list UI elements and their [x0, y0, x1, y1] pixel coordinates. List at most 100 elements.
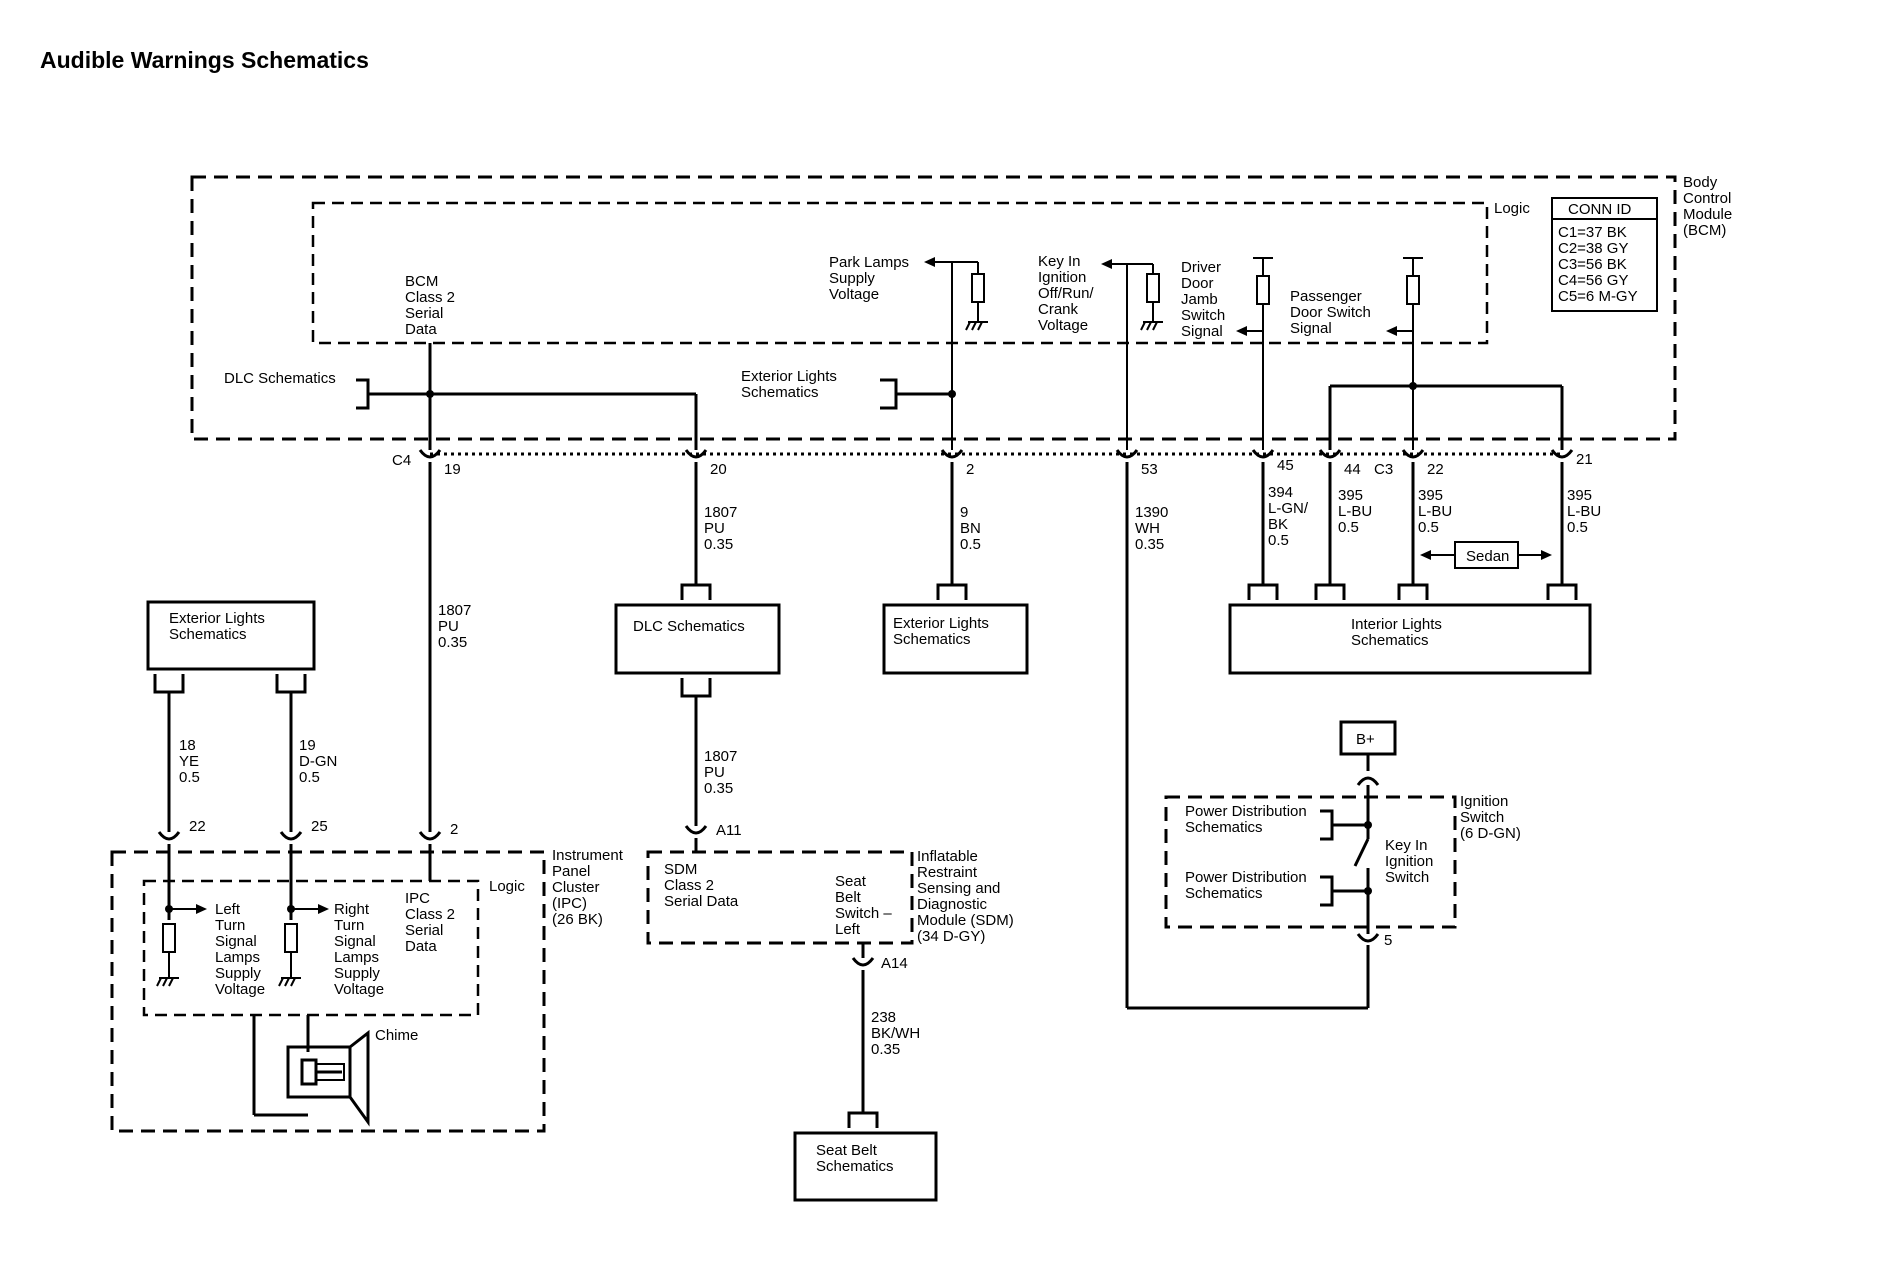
bcm-name: Body Control Module (BCM) — [1683, 174, 1736, 239]
park-lamps-resistor — [971, 273, 985, 303]
driver-door-label: Driver Door Jamb Switch Signal — [1181, 259, 1229, 340]
bcm-serial-data-label: BCM Class 2 Serial Data — [405, 273, 459, 338]
connector-c4-label: C4 — [392, 452, 411, 469]
connector-pin — [1318, 449, 1342, 459]
connector-pin — [1401, 449, 1425, 459]
ipc-logic-outline — [142, 879, 480, 1017]
sdm-pin-a11: A11 — [716, 822, 742, 839]
power-dist-2-label: Power Distribution Schematics — [1185, 869, 1311, 902]
conn-id-title: CONN ID — [1568, 201, 1632, 218]
wire-1807-sdm-label: 1807 PU 0.35 — [704, 748, 742, 797]
wire-394-label: 394 L-GN/ BK 0.5 — [1268, 484, 1312, 549]
ipc-logic-label: Logic — [489, 878, 525, 895]
wire-19-label: 19 D-GN 0.5 — [299, 737, 342, 786]
driver-door-resistor — [1256, 275, 1270, 305]
ground-symbol — [1140, 321, 1163, 331]
passenger-door-label: Passenger Door Switch Signal — [1290, 288, 1375, 337]
ignition-name: Ignition Switch (6 D-GN) — [1460, 793, 1521, 842]
ground-symbol — [156, 977, 179, 987]
exterior-lights-mid-box[interactable] — [882, 603, 1029, 675]
power-dist-1-label: Power Distribution Schematics — [1185, 803, 1311, 836]
pin-label: 2 — [966, 461, 974, 478]
conn-id-row: C5=6 M-GY — [1558, 288, 1638, 305]
right-turn-resistor — [284, 923, 298, 953]
wire-1390-label: 1390 WH 0.35 — [1135, 504, 1173, 553]
left-turn-resistor — [162, 923, 176, 953]
wire-395-label: 395 L-BU 0.5 — [1418, 487, 1456, 536]
b-plus-label: B+ — [1356, 731, 1375, 748]
passenger-door-resistor — [1406, 275, 1420, 305]
ignition-switch: B+ Ignition Switch (6 D-GN) Power Distri… — [1164, 720, 1521, 949]
connector-pin — [418, 449, 442, 459]
conn-id-row: C2=38 GY — [1558, 240, 1628, 257]
key-in-label: Key In Ignition Off/Run/ Crank Voltage — [1038, 253, 1098, 334]
connector-pin — [1550, 449, 1574, 459]
bcm-outline — [190, 175, 1677, 441]
connector-pin — [940, 449, 964, 459]
pin-label: 21 — [1576, 451, 1593, 468]
pin-label: 44 — [1344, 461, 1361, 478]
wire-395-label: 395 L-BU 0.5 — [1567, 487, 1605, 536]
chime-label: Chime — [375, 1027, 418, 1044]
connector-pin — [684, 449, 708, 459]
page-title: Audible Warnings Schematics — [40, 47, 369, 73]
seat-belt-switch-label: Seat Belt Switch – Left — [835, 873, 896, 938]
ipc-serial-label: IPC Class 2 Serial Data — [405, 890, 459, 955]
connector-pin — [1356, 933, 1380, 943]
interior-lights-label: Interior Lights Schematics — [1351, 616, 1446, 649]
dlc-schematics-label: DLC Schematics — [633, 618, 745, 635]
key-in-switch-label: Key In Ignition Switch — [1385, 837, 1438, 886]
ipc-name: Instrument Panel Cluster (IPC) (26 BK) — [552, 847, 627, 928]
park-lamps-label: Park Lamps Supply Voltage — [829, 254, 913, 303]
exterior-lights-left-label: Exterior Lights Schematics — [169, 610, 269, 643]
pin-label: 19 — [444, 461, 461, 478]
conn-id-row: C3=56 BK — [1558, 256, 1627, 273]
connector-pin — [1356, 776, 1380, 786]
bcm-connector-pins — [418, 449, 1574, 459]
wire-18-label: 18 YE 0.5 — [179, 737, 203, 786]
connector-pin — [279, 831, 303, 841]
sedan-label: Sedan — [1466, 548, 1509, 565]
wire-395-label: 395 L-BU 0.5 — [1338, 487, 1376, 536]
right-turn-label: Right Turn Signal Lamps Supply Voltage — [334, 901, 384, 998]
wire-9-label: 9 BN 0.5 — [960, 504, 985, 553]
seat-belt-schematics-box[interactable] — [793, 1131, 938, 1202]
ignition-pin-5: 5 — [1384, 932, 1392, 949]
instrument-panel-cluster: 22 25 2 Logic Instrument Panel Cluster (… — [110, 818, 627, 1133]
sdm-outline — [646, 850, 914, 945]
bcm-logic-outline — [311, 201, 1489, 345]
body-control-module: Logic Body Control Module (BCM) CONN ID … — [190, 174, 1736, 450]
sdm-pin-a14: A14 — [881, 955, 908, 972]
pin-label: 20 — [710, 461, 727, 478]
connector-pin — [684, 825, 708, 835]
ipc-pin-label: 2 — [450, 821, 458, 838]
key-in-resistor — [1146, 273, 1160, 303]
key-in-switch-contact — [1353, 838, 1370, 867]
ipc-pin-label: 22 — [189, 818, 206, 835]
wire-1807-ipc-label: 1807 PU 0.35 — [438, 602, 476, 651]
exterior-lights-left-box[interactable] — [146, 600, 316, 671]
connector-pin — [418, 831, 442, 841]
interior-lights-box[interactable] — [1228, 603, 1592, 675]
pin-label: 22 — [1427, 461, 1444, 478]
left-turn-label: Left Turn Signal Lamps Supply Voltage — [215, 901, 265, 998]
wire-238-label: 238 BK/WH 0.35 — [871, 1009, 924, 1058]
connector-c3-label: C3 — [1374, 461, 1393, 478]
sdm-module: A11 Inflatable Restraint Sensing and Dia… — [646, 822, 1014, 1202]
ipc-pin-label: 25 — [311, 818, 328, 835]
connector-pin — [1115, 449, 1139, 459]
ipc-outline — [110, 850, 546, 1133]
pin-label: 45 — [1277, 457, 1294, 474]
dlc-schematics-box[interactable] — [614, 603, 781, 675]
exterior-lights-mid-label: Exterior Lights Schematics — [893, 615, 993, 648]
conn-id-table: CONN ID C1=37 BK C2=38 GY C3=56 BK C4=56… — [1551, 197, 1658, 312]
chime-speaker-icon — [252, 1015, 370, 1127]
bcm-ext-lights-ref: Exterior Lights Schematics — [741, 368, 841, 401]
sedan-badge — [1454, 541, 1519, 569]
sdm-serial-label: SDM Class 2 Serial Data — [664, 861, 739, 910]
connector-pin — [1251, 449, 1275, 459]
bcm-dlc-ref: DLC Schematics — [224, 370, 336, 387]
connector-pin — [851, 957, 875, 967]
